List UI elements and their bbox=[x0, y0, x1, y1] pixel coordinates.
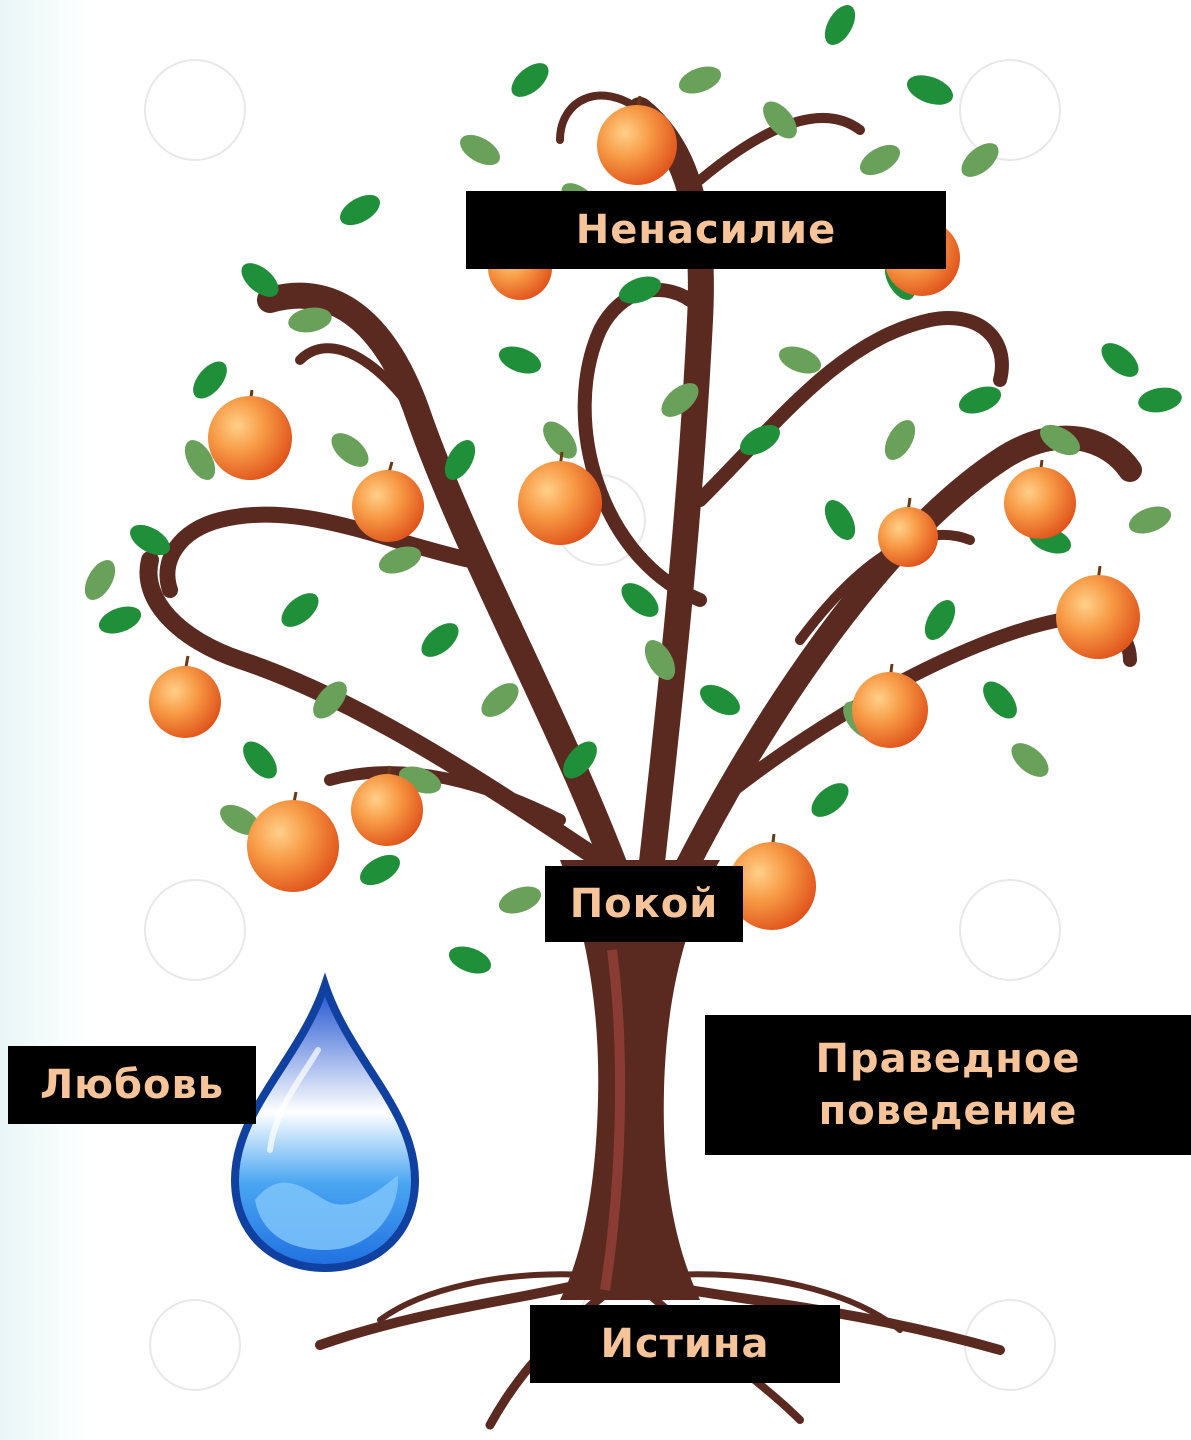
label-truth: Истина bbox=[530, 1305, 840, 1383]
water-drop-icon bbox=[235, 985, 415, 1268]
label-right-conduct-line2: поведение bbox=[819, 1085, 1078, 1137]
label-peace: Покой bbox=[545, 866, 743, 942]
label-right-conduct-line1: Праведное bbox=[815, 1033, 1080, 1085]
label-love: Любовь bbox=[8, 1046, 256, 1124]
label-nonviolence: Ненасилие bbox=[466, 191, 946, 269]
label-right-conduct: Праведное поведение bbox=[705, 1015, 1191, 1155]
